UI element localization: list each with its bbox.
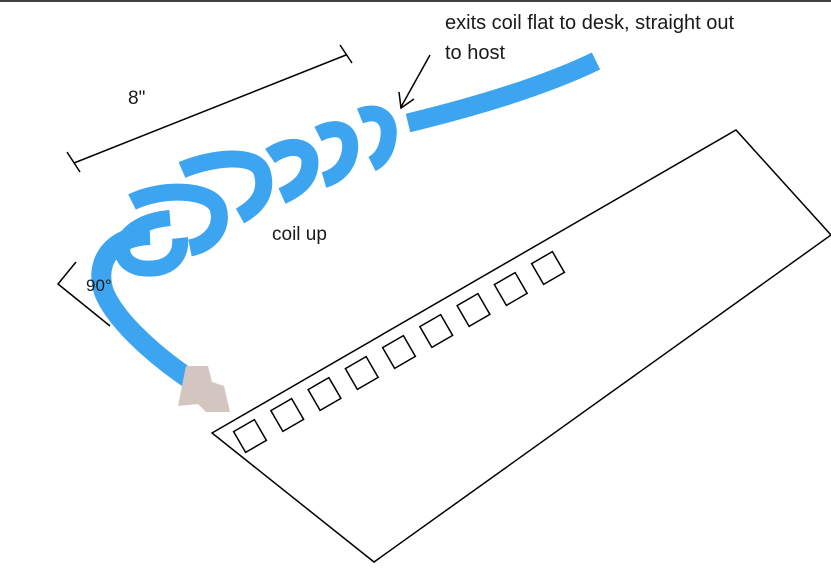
cable-coil-4: [265, 139, 319, 204]
length-dimension-tick-left: [66, 151, 81, 173]
cable-plug: [178, 366, 230, 412]
length-dimension-tick-right: [339, 44, 353, 64]
cable-coil-3: [178, 150, 273, 224]
keyboard-key: [381, 334, 417, 370]
cable-coil-2: [128, 183, 228, 257]
keyboard-key: [232, 418, 268, 454]
keyboard-key: [493, 271, 529, 307]
cable-coil-6: [357, 105, 397, 172]
coiled-cable: [91, 52, 601, 387]
cable-coil-5: [314, 121, 359, 188]
keyboard-key: [456, 292, 491, 328]
key-row: [232, 250, 566, 454]
coil-label: coil up: [272, 224, 327, 245]
exit-arrow-head: [398, 91, 415, 110]
exit-note-line-1: exits coil flat to desk, straight out: [445, 12, 734, 34]
cable-bend-segment: [91, 225, 194, 387]
exit-note-line-2: to host: [445, 42, 505, 64]
keyboard-key: [530, 250, 566, 286]
keyboard-key: [344, 355, 380, 391]
length-dimension-line: [73, 54, 347, 164]
keyboard-key: [307, 376, 342, 412]
length-dimension: [66, 44, 353, 173]
angle-bracket: [56, 261, 111, 327]
angle-bracket-lines: [56, 261, 111, 327]
exit-arrow-shaft: [400, 54, 431, 108]
keyboard: [210, 129, 831, 563]
exit-arrow: [398, 54, 431, 110]
keyboard-outline: [210, 129, 831, 563]
length-label: 8": [128, 88, 145, 109]
angle-label: 90°: [86, 276, 112, 295]
cable-exit-segment: [405, 52, 601, 133]
keyboard-key: [269, 397, 305, 433]
keyboard-key: [418, 313, 454, 349]
